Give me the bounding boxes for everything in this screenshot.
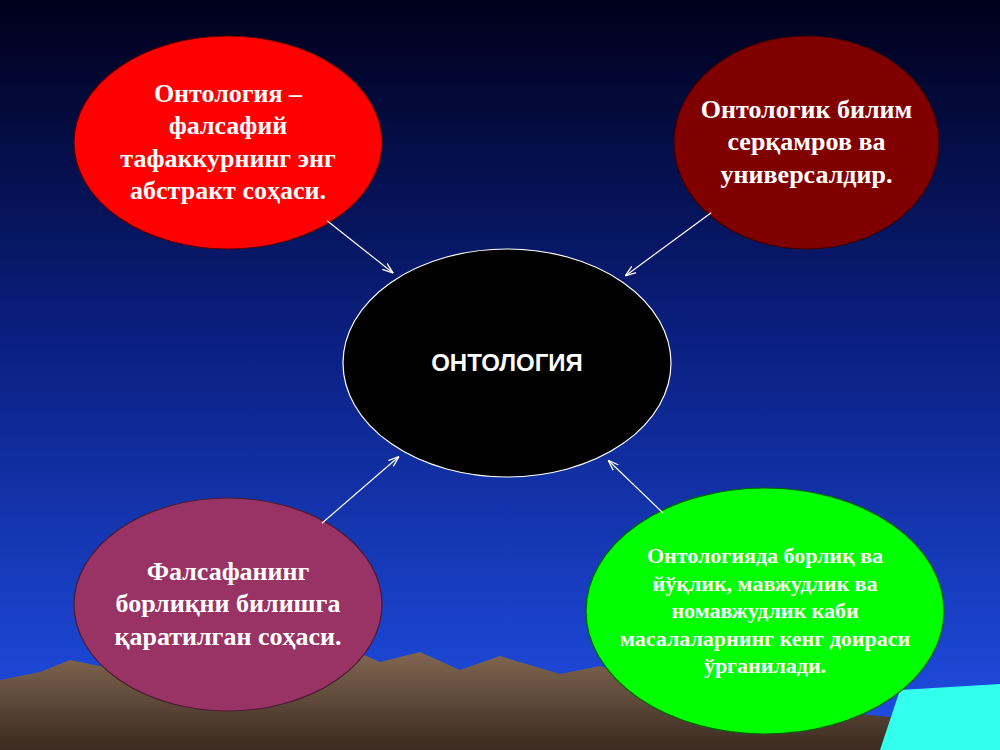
ellipse-shape [74,498,382,711]
concept-ellipse: Онтология – фалсафий тафаккурнинг энг аб… [73,35,383,250]
concept-ellipse: Фалсафанинг борлиқни билишга қаратилган … [73,497,383,712]
ellipse-shape [586,488,944,734]
node-text: Онтологияда борлиқ ва йўқлик, мавжудлик … [610,542,920,680]
arrow-connector [322,456,399,523]
central-title: ОНТОЛОГИЯ [377,348,637,378]
ellipse-outline [73,35,383,250]
node-text: Онтологик билим серқамров ва универсалди… [687,94,927,192]
arrow-connector [327,221,393,273]
node-text: Фалсафанинг борлиқни билишга қаратилган … [93,556,363,654]
concept-ellipse: Онтологияда борлиқ ва йўқлик, мавжудлик … [585,487,945,735]
ellipse-shape [343,249,671,477]
central-ellipse: ОНТОЛОГИЯ [342,248,672,478]
ellipse-shape [74,36,382,249]
ellipse-shape [674,36,939,249]
arrow-connector [625,213,711,276]
arrow-connector [608,460,663,513]
concept-ellipse: Онтологик билим серқамров ва универсалди… [673,35,940,250]
node-text: Онтология – фалсафий тафаккурнинг энг аб… [103,78,353,208]
